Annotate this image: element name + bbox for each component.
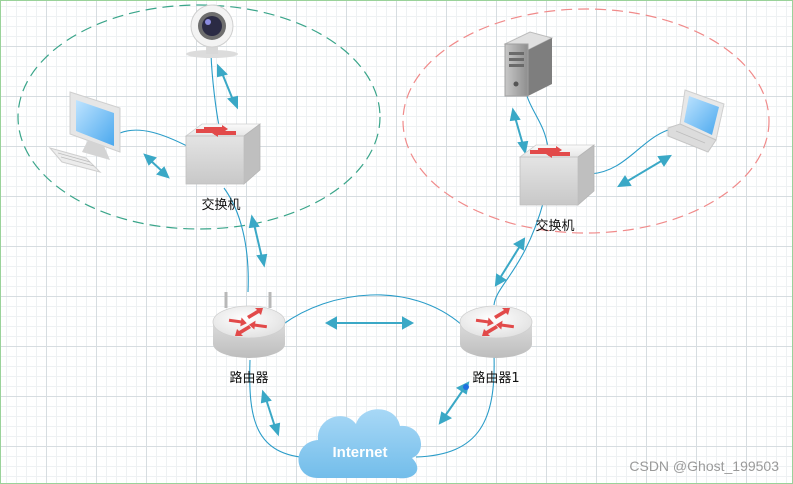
link-camera-switch[interactable] bbox=[210, 53, 220, 127]
cloud-icon[interactable]: Internet bbox=[298, 409, 422, 479]
link-router1-switch[interactable] bbox=[493, 199, 545, 306]
link-switch-router[interactable] bbox=[223, 187, 249, 293]
router-icon[interactable] bbox=[459, 305, 533, 359]
arrow-router-cloud bbox=[260, 389, 281, 437]
left-lan-zone bbox=[17, 4, 381, 230]
link-desktop-switch[interactable] bbox=[119, 129, 188, 147]
camera-icon[interactable] bbox=[186, 4, 238, 58]
cloud-label: Internet bbox=[332, 444, 387, 461]
arrow-camera-switch bbox=[217, 63, 238, 110]
arrow-desktop-switch bbox=[143, 153, 170, 179]
link-laptop-switch[interactable] bbox=[589, 129, 669, 175]
switch-right-label: 交换机 bbox=[535, 218, 574, 234]
arrow-server-switch bbox=[509, 107, 529, 155]
desktop-icon[interactable] bbox=[48, 91, 121, 173]
link-endpoint-dot bbox=[463, 384, 469, 390]
link-router-cloud[interactable] bbox=[249, 359, 311, 459]
link-router1-cloud[interactable] bbox=[415, 354, 495, 458]
watermark: CSDN @Ghost_199503 bbox=[629, 458, 779, 474]
switch-left-label: 交换机 bbox=[201, 197, 240, 213]
router-icon[interactable] bbox=[212, 292, 286, 359]
switch-icon[interactable] bbox=[185, 123, 261, 185]
arrow-router1-switch bbox=[494, 237, 526, 287]
arrow-router-router1 bbox=[324, 316, 415, 330]
link-server-switch[interactable] bbox=[526, 95, 549, 149]
router-right-label: 路由器1 bbox=[472, 370, 519, 386]
switch-icon[interactable] bbox=[519, 144, 595, 206]
arrow-laptop-switch bbox=[617, 154, 672, 188]
server-icon[interactable] bbox=[503, 31, 554, 97]
arrow-switch-router bbox=[248, 214, 268, 268]
link-router-router1[interactable] bbox=[281, 294, 463, 326]
right-lan-zone bbox=[402, 8, 770, 234]
laptop-icon[interactable] bbox=[667, 89, 725, 153]
router-left-label: 路由器 bbox=[229, 370, 268, 386]
